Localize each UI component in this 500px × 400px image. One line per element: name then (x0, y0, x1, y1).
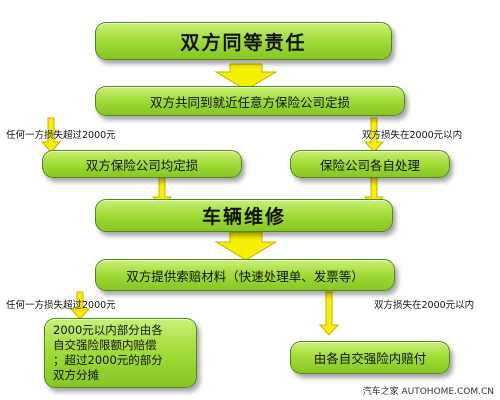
node-provide-claim-materials-label: 双方提供索赔材料（快速处理单、发票等） (126, 268, 364, 284)
edge-label-within-2000-bottom: 双方损失在2000元以内 (374, 300, 475, 311)
arrow-repair-to-materials (214, 231, 278, 261)
edge-label-over-2000-top: 任何一方损失超过2000元 (6, 130, 116, 141)
node-provide-claim-materials: 双方提供索赔材料（快速处理单、发票等） (95, 259, 395, 291)
edge-label-over-2000-bottom: 任何一方损失超过2000元 (6, 300, 116, 311)
node-equal-liability-label: 双方同等责任 (180, 31, 307, 54)
arrow-materials-to-compulsory (318, 291, 340, 336)
node-vehicle-repair: 车辆维修 (95, 199, 393, 232)
node-compulsory-insurance-pays-label: 由各自交强险内赔付 (313, 351, 427, 366)
arrow-materials-to-split (69, 291, 91, 320)
arrow-joint-to-each-handle (363, 117, 385, 153)
node-each-insurer-handles: 保险公司各自处理 (290, 150, 450, 178)
arrow-equal-to-joint (214, 63, 278, 91)
node-each-insurer-handles-label: 保险公司各自处理 (319, 157, 420, 173)
split-line-3: ；超过2000元的部分 (53, 353, 163, 367)
node-vehicle-repair-label: 车辆维修 (201, 206, 286, 228)
edge-label-within-2000-top: 双方损失在2000元以内 (362, 130, 463, 141)
node-split-compensation: 2000元以内部分由各 自交强险限额内赔偿 ；超过2000元的部分 双方分摊 (44, 318, 197, 388)
watermark: 汽车之家 AUTOHOME.COM.CN (362, 387, 494, 397)
node-both-insurers-assess-label: 双方保险公司均定损 (85, 157, 199, 173)
split-line-2: 自交强险限额内赔偿 (53, 338, 157, 352)
split-line-1: 2000元以内部分由各 (53, 323, 163, 337)
node-compulsory-insurance-pays: 由各自交强险内赔付 (290, 341, 450, 374)
arrow-joint-to-both-assess (40, 117, 62, 153)
split-line-4: 双方分摊 (53, 368, 99, 382)
node-equal-liability: 双方同等责任 (95, 22, 392, 60)
node-joint-assessment: 双方共同到就近任意方保险公司定损 (95, 86, 405, 116)
node-joint-assessment-label: 双方共同到就近任意方保险公司定损 (149, 94, 350, 110)
node-both-insurers-assess: 双方保险公司均定损 (42, 150, 242, 178)
